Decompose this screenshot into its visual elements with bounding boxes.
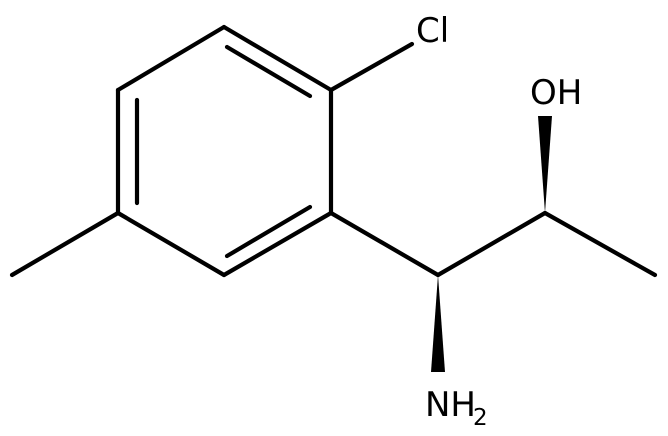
bond-ring-methyl (9, 210, 121, 278)
bond-ring-chlorine (328, 41, 415, 93)
hydroxyl-label: OH (530, 73, 582, 113)
bond-c-alpha-c-beta (435, 210, 548, 278)
ring-bond-c5-c6 (221, 210, 334, 278)
amine-label: NH (425, 385, 476, 425)
ring-bond-c1-c2 (221, 24, 334, 93)
wedge-bond-amine (431, 275, 445, 372)
ring-double-bond-inner-bottom (224, 204, 313, 259)
ring-bond-c4-c5 (115, 210, 227, 278)
ring-double-bond-inner-top (224, 44, 313, 99)
ring-bond-c2-c3 (115, 24, 227, 93)
amine-subscript: 2 (473, 405, 488, 431)
chlorine-label: Cl (416, 11, 449, 51)
bond-c-beta-methyl (542, 210, 658, 278)
bond-ring-c-alpha (328, 210, 441, 278)
wedge-bond-hydroxyl (538, 116, 552, 213)
